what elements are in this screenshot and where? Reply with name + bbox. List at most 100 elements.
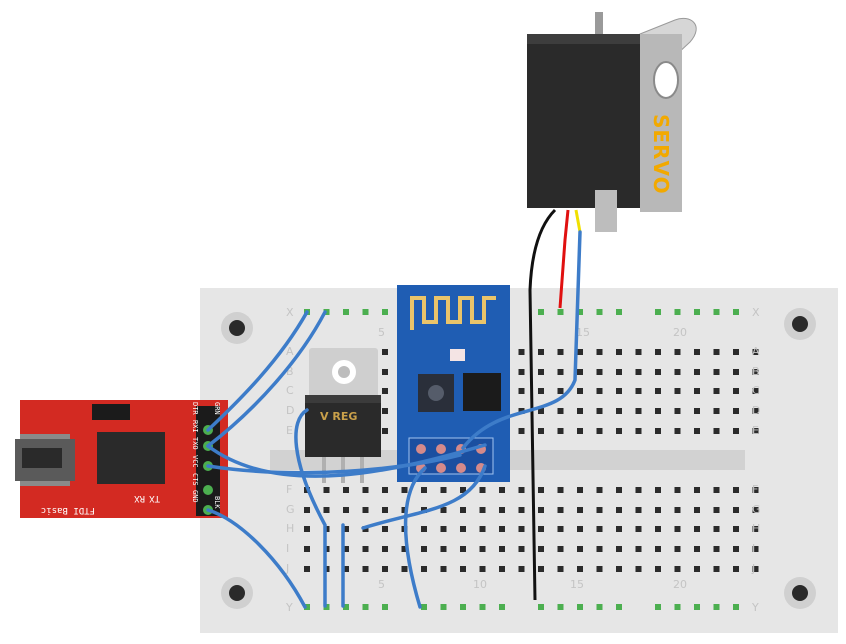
breadboard-hole	[557, 349, 564, 355]
rail-hole	[577, 309, 583, 315]
breadboard-hole	[557, 408, 564, 414]
row-label-f-left: F	[286, 483, 292, 496]
rail-hole	[538, 604, 544, 610]
breadboard-hole	[538, 507, 544, 513]
breadboard-hole	[713, 487, 720, 493]
breadboard-hole	[362, 487, 369, 493]
ftdi-jumper	[92, 404, 130, 420]
breadboard-hole	[694, 428, 700, 434]
breadboard-hole	[518, 526, 525, 532]
breadboard-hole	[518, 388, 525, 394]
breadboard-hole	[655, 428, 661, 434]
breadboard-hole	[616, 526, 622, 532]
breadboard-hole	[577, 526, 583, 532]
rail-hole	[557, 604, 564, 610]
breadboard-hole	[323, 507, 330, 513]
breadboard-hole	[733, 526, 739, 532]
breadboard-hole	[694, 408, 700, 414]
breadboard-hole	[460, 566, 466, 572]
breadboard-hole	[401, 566, 408, 572]
servo-body	[527, 34, 647, 208]
rail-hole	[440, 604, 447, 610]
breadboard-hole	[577, 428, 583, 434]
jumper-wire-2	[206, 310, 327, 448]
breadboard-hole	[304, 526, 310, 532]
breadboard-hole	[733, 388, 739, 394]
breadboard-hole	[518, 487, 525, 493]
breadboard-hole	[655, 526, 661, 532]
breadboard-hole	[557, 369, 564, 375]
breadboard-hole	[304, 507, 310, 513]
breadboard-hole	[733, 507, 739, 513]
breadboard-hole	[674, 546, 681, 552]
rail-hole	[557, 309, 564, 315]
vreg-body	[305, 395, 381, 457]
breadboard-hole	[577, 388, 583, 394]
breadboard-hole	[577, 566, 583, 572]
vreg-pin-1	[322, 457, 326, 483]
breadboard-hole	[499, 526, 505, 532]
rail-hole	[577, 604, 583, 610]
breadboard-hole	[596, 487, 603, 493]
breadboard-hole	[382, 507, 388, 513]
breadboard-hole	[304, 566, 310, 572]
breadboard-hole	[616, 487, 622, 493]
row-label-b-right: B	[752, 365, 760, 378]
breadboard-hole	[499, 546, 505, 552]
breadboard-hole	[538, 428, 544, 434]
breadboard-hole	[440, 546, 447, 552]
breadboard-hole	[479, 546, 486, 552]
breadboard-hole	[538, 349, 544, 355]
breadboard-hole	[655, 546, 661, 552]
breadboard-hole	[479, 566, 486, 572]
breadboard-hole	[499, 566, 505, 572]
row-label-e-right: E	[752, 424, 759, 437]
breadboard-hole	[382, 487, 388, 493]
rail-hole	[304, 604, 310, 610]
breadboard-hole	[616, 507, 622, 513]
breadboard-hole	[635, 349, 642, 355]
breadboard-hole	[538, 388, 544, 394]
breadboard-hole	[421, 546, 427, 552]
breadboard-hole	[557, 507, 564, 513]
breadboard-hole	[538, 566, 544, 572]
breadboard-hole	[460, 487, 466, 493]
jumper-wire-10	[461, 230, 582, 450]
servo-label: SERVO	[649, 114, 673, 195]
jumper-wire-4	[206, 443, 487, 478]
esp-led	[450, 349, 465, 361]
row-label-g-right: G	[752, 503, 761, 516]
breadboard-hole	[674, 408, 681, 414]
breadboard-hole	[655, 369, 661, 375]
row-label-a-right: A	[752, 345, 760, 358]
rail-hole	[655, 309, 661, 315]
breadboard-hole	[674, 369, 681, 375]
breadboard-hole	[596, 428, 603, 434]
breadboard-hole	[440, 507, 447, 513]
row-label-i-left: I	[286, 542, 289, 555]
breadboard-hole	[616, 388, 622, 394]
breadboard-hole	[752, 566, 759, 572]
breadboard-hole	[752, 487, 759, 493]
breadboard-hole	[635, 526, 642, 532]
breadboard-hole	[713, 526, 720, 532]
column-label-5-bottom: 5	[378, 578, 385, 591]
breadboard-hole	[635, 408, 642, 414]
row-label-y-left: Y	[285, 601, 293, 614]
breadboard-hole	[499, 507, 505, 513]
row-label-f-right: F	[752, 483, 758, 496]
breadboard-hole	[752, 546, 759, 552]
breadboard-hole	[421, 487, 427, 493]
breadboard-hole	[577, 369, 583, 375]
breadboard-hole	[733, 349, 739, 355]
rail-hole	[596, 604, 603, 610]
breadboard-hole	[382, 369, 388, 375]
breadboard-hole	[479, 487, 486, 493]
breadboard-hole	[674, 428, 681, 434]
breadboard-hole	[440, 526, 447, 532]
breadboard-hole	[401, 546, 408, 552]
breadboard-hole	[635, 487, 642, 493]
breadboard-hole	[343, 526, 349, 532]
breadboard-hole	[694, 526, 700, 532]
breadboard-hole	[596, 388, 603, 394]
